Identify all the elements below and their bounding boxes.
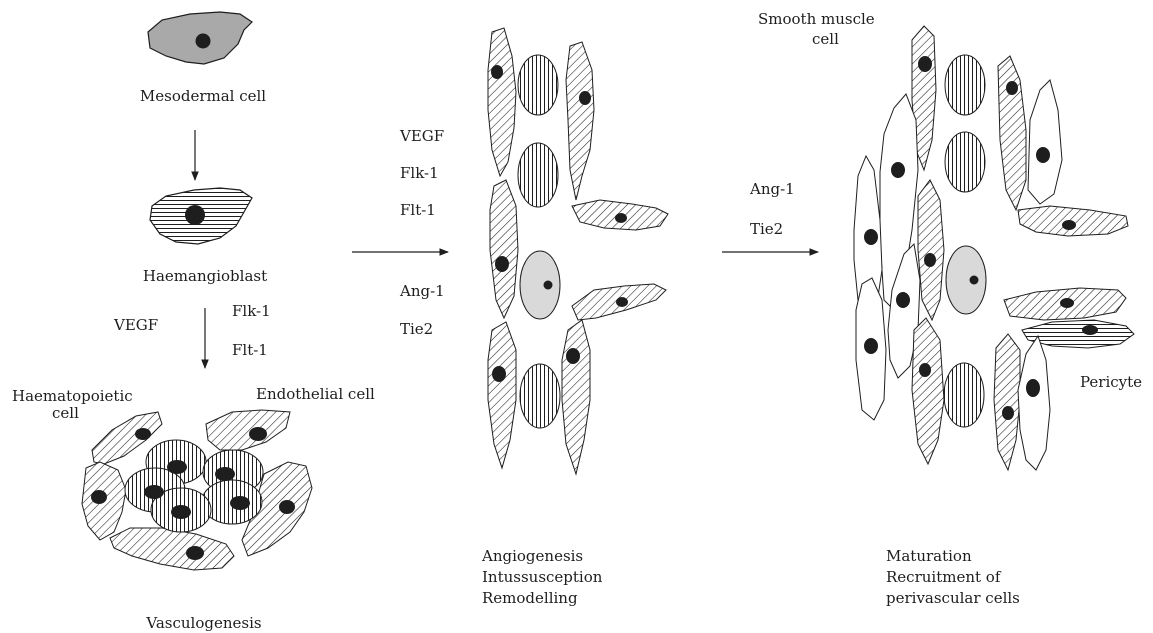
tie2-label-right: Tie2 <box>750 220 783 238</box>
haemangioblast-cell <box>150 188 252 244</box>
angiogenesis-caption-line: Remodelling <box>482 588 602 609</box>
haematopoietic-label-line2: cell <box>52 404 79 422</box>
flk1-label-left: Flk-1 <box>232 302 271 320</box>
maturation-caption-line: Maturation <box>886 546 1020 567</box>
angiogenesis-caption-line: Angiogenesis <box>482 546 602 567</box>
tie2-label-mid: Tie2 <box>400 320 433 338</box>
angiogenesis-caption: Angiogenesis Intussusception Remodelling <box>482 546 602 609</box>
maturation-caption-line: perivascular cells <box>886 588 1020 609</box>
vasculogenesis-label: Vasculogenesis <box>146 614 261 632</box>
mesodermal-cell-label: Mesodermal cell <box>140 87 266 105</box>
haemangioblast-label: Haemangioblast <box>143 267 267 285</box>
vegf-label-left: VEGF <box>114 316 158 334</box>
maturation-caption: Maturation Recruitment of perivascular c… <box>886 546 1020 609</box>
smooth-muscle-label-line2: cell <box>812 30 839 48</box>
vasculogenesis-cluster <box>82 410 312 570</box>
angiogenesis-caption-line: Intussusception <box>482 567 602 588</box>
ang1-label-mid: Ang-1 <box>400 282 445 300</box>
maturation-caption-line: Recruitment of <box>886 567 1020 588</box>
haematopoietic-label-line1: Haematopoietic <box>12 387 133 405</box>
mesodermal-cell <box>148 12 252 64</box>
smooth-muscle-label-line1: Smooth muscle <box>758 10 875 28</box>
flk1-label-mid: Flk-1 <box>400 164 439 182</box>
angiogenesis-vessel <box>488 28 668 474</box>
endothelial-cell-label: Endothelial cell <box>256 385 375 403</box>
pericyte-label: Pericyte <box>1080 373 1142 391</box>
ang1-label-right: Ang-1 <box>750 180 795 198</box>
maturation-vessel <box>854 26 1134 470</box>
vegf-label-mid: VEGF <box>400 127 444 145</box>
flt1-label-left: Flt-1 <box>232 341 268 359</box>
flt1-label-mid: Flt-1 <box>400 201 436 219</box>
